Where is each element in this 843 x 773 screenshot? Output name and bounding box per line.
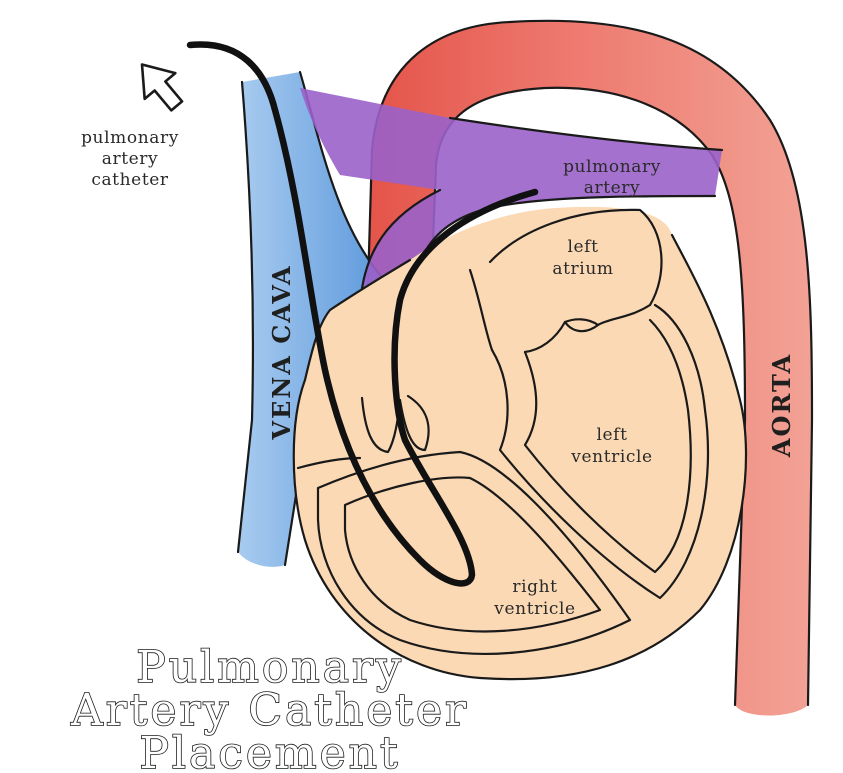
label-line: pulmonary (563, 157, 661, 177)
label-line: ventricle (570, 447, 652, 467)
label-line: ventricle (493, 599, 575, 619)
diagram-title: Pulmonary Artery Catheter Placement (70, 642, 469, 773)
label-line: left (596, 425, 627, 445)
label-line: pulmonary (81, 128, 179, 148)
pointer-arrow-icon (127, 52, 192, 119)
label-line: left (567, 237, 598, 257)
label-line: right (512, 577, 557, 597)
label-vena-cava: VENA CAVA (267, 264, 296, 440)
label-pulmonary-artery-catheter: pulmonary artery catheter (81, 128, 179, 190)
title-line: Placement (139, 728, 400, 773)
label-aorta: AORTA (767, 353, 796, 458)
label-line: atrium (552, 259, 613, 279)
label-line: artery (584, 178, 640, 198)
label-line: artery (102, 149, 158, 169)
label-line: catheter (91, 170, 169, 190)
